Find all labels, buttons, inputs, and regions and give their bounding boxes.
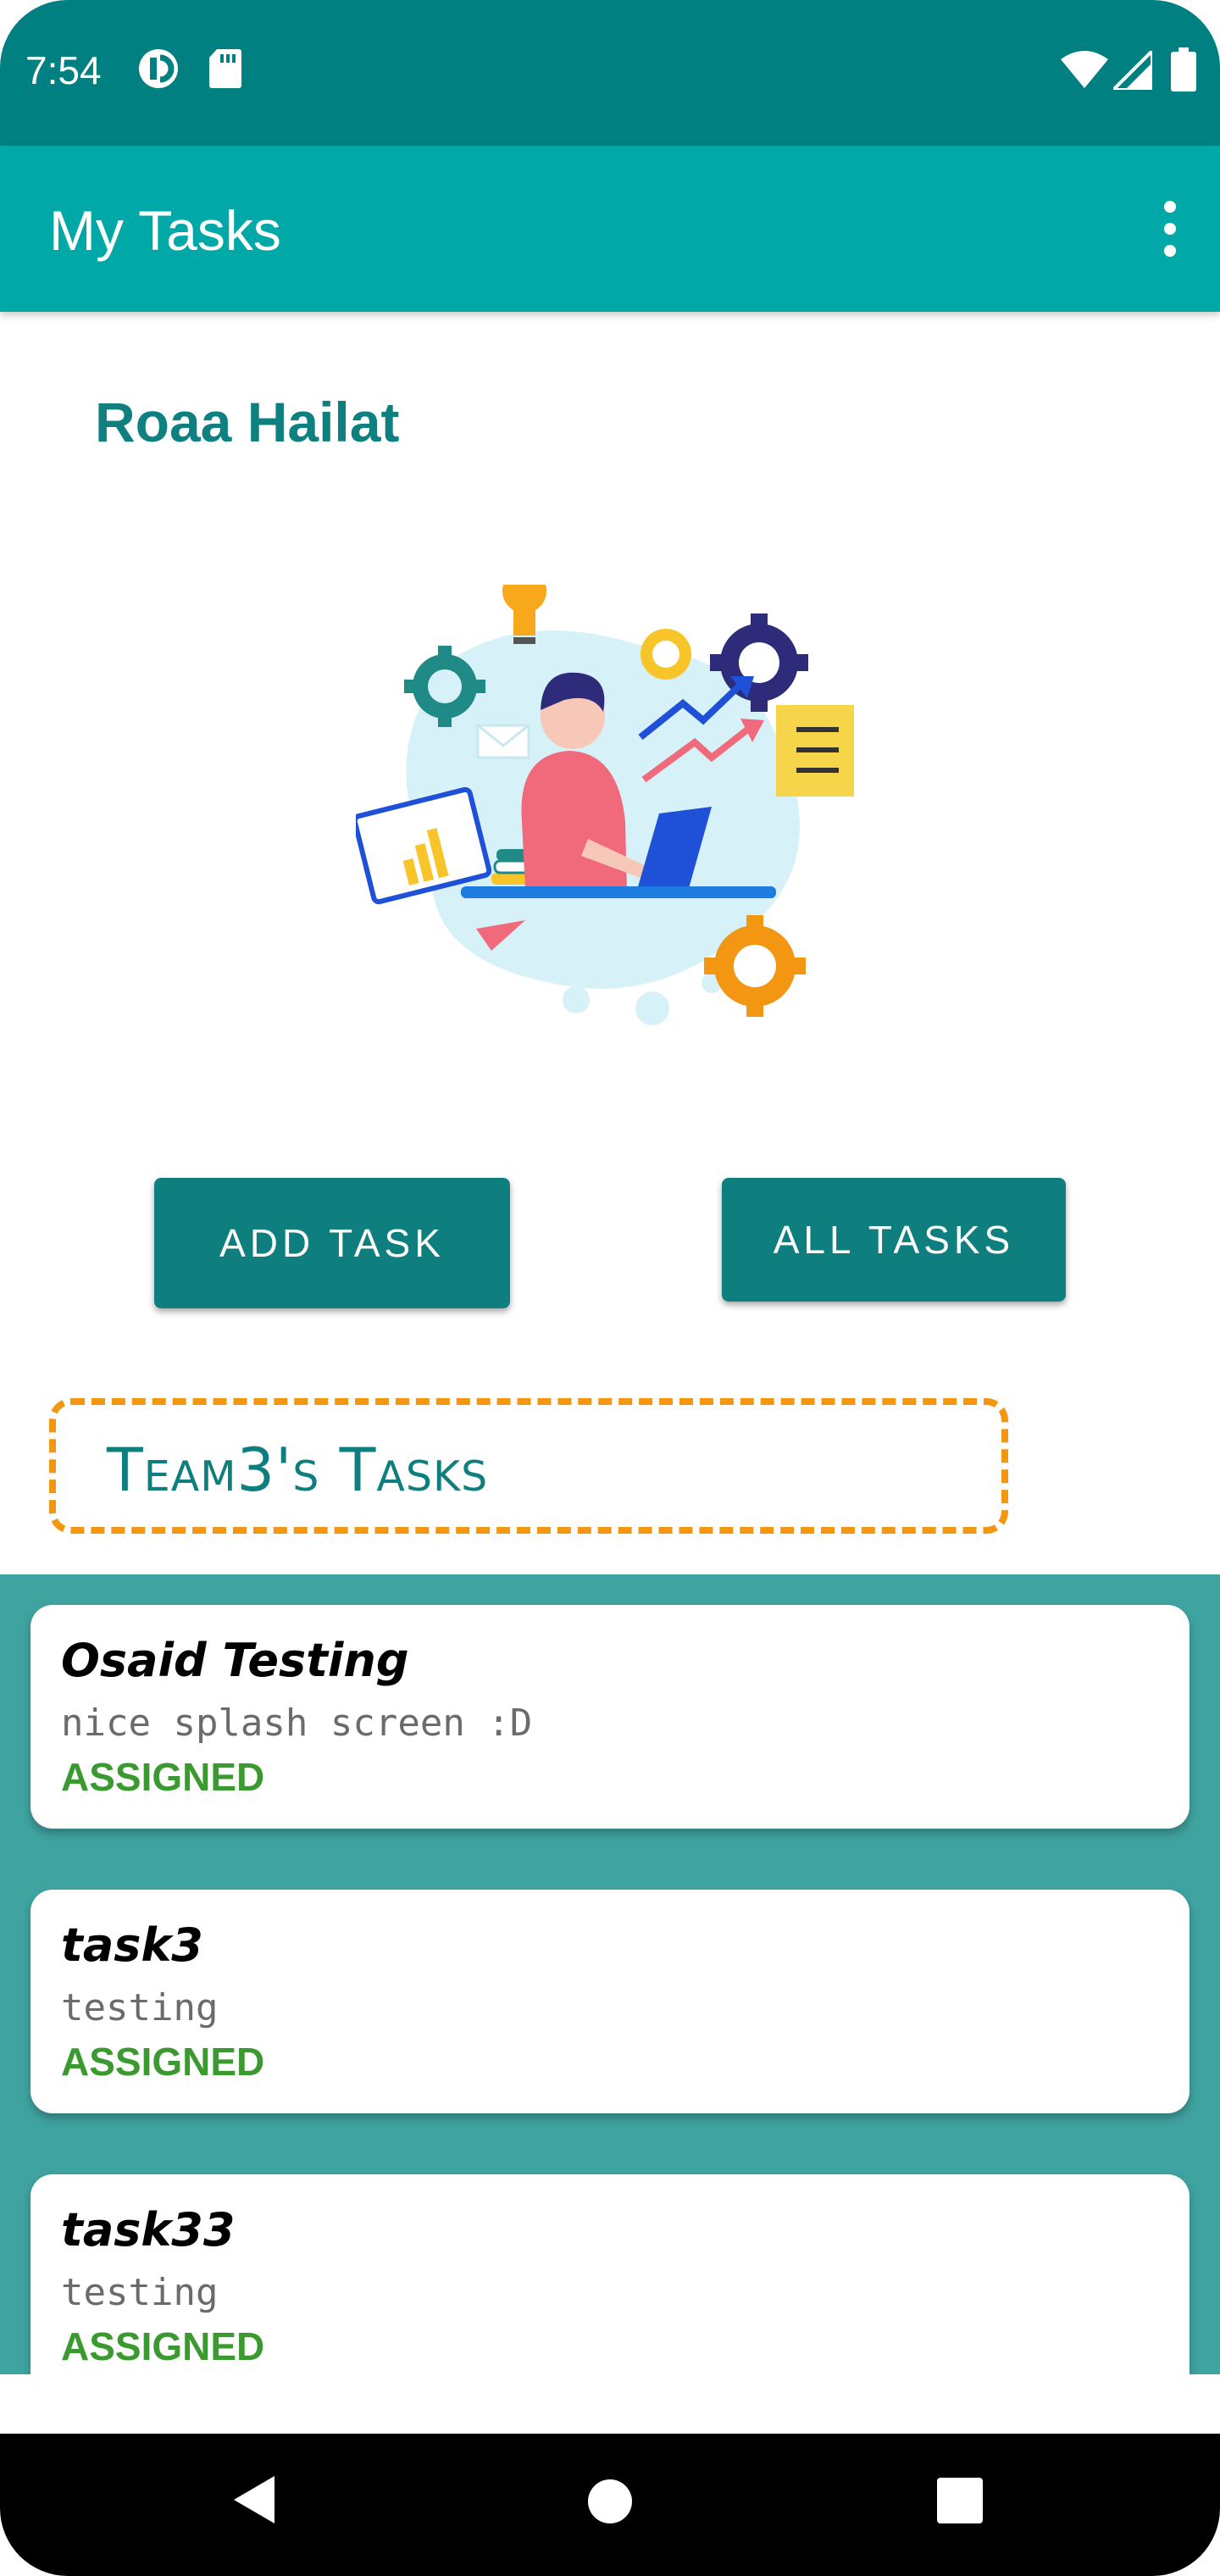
task-body: nice splash screen :D: [61, 1702, 533, 1745]
status-bar: 7:54: [0, 0, 1220, 146]
home-icon[interactable]: [586, 2478, 634, 2529]
recents-icon[interactable]: [937, 2478, 983, 2528]
all-tasks-button[interactable]: ALL TASKS: [722, 1178, 1066, 1302]
task-body: testing: [61, 1986, 219, 2029]
back-icon[interactable]: [230, 2474, 278, 2529]
task-title: Osaid Testing: [61, 1634, 409, 1687]
team-title: Team3's Tasks: [107, 1435, 489, 1505]
task-card[interactable]: Osaid Testing nice splash screen :D ASSI…: [30, 1605, 1190, 1829]
task-title: task33: [61, 2203, 236, 2257]
task-card[interactable]: task3 testing ASSIGNED: [30, 1890, 1190, 2113]
task-status: ASSIGNED: [61, 1755, 265, 1799]
task-body: testing: [61, 2271, 219, 2314]
productivity-illustration: [352, 569, 881, 1025]
battery-icon: [1171, 47, 1196, 96]
cellular-signal-icon: [1109, 47, 1154, 94]
task-status: ASSIGNED: [61, 2324, 265, 2368]
sd-card-icon: [208, 47, 242, 92]
system-nav-bar: [0, 2434, 1220, 2576]
status-time: 7:54: [25, 48, 102, 92]
wifi-icon: [1061, 51, 1108, 92]
app-bar: My Tasks: [0, 146, 1220, 312]
user-name: Roaa Hailat: [95, 391, 400, 453]
app-title: My Tasks: [49, 199, 281, 262]
overflow-menu-icon[interactable]: [1157, 195, 1183, 263]
add-task-button[interactable]: ADD TASK: [154, 1178, 510, 1308]
task-list[interactable]: Osaid Testing nice splash screen :D ASSI…: [0, 1574, 1220, 2374]
task-title: task3: [61, 1918, 203, 1972]
team-header: Team3's Tasks: [49, 1398, 1008, 1534]
task-status: ASSIGNED: [61, 2040, 265, 2084]
data-saver-icon: [137, 47, 180, 94]
task-card[interactable]: task33 testing ASSIGNED: [30, 2174, 1190, 2374]
